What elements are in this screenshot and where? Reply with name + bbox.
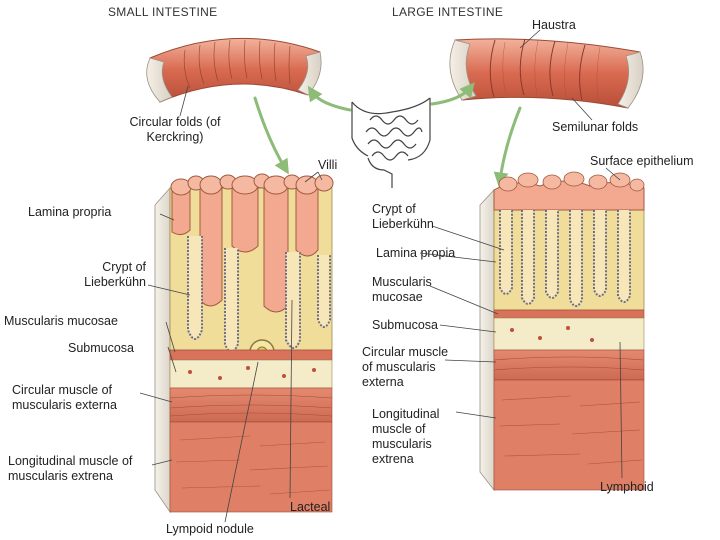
colon-sketch xyxy=(351,97,431,188)
label-longitudinal-muscle-large: Longitudinal muscle of muscularis extren… xyxy=(372,407,440,466)
label-submucosa-large: Submucosa xyxy=(372,318,439,332)
label-lamina-propria: Lamina propria xyxy=(28,205,112,219)
label-crypt-large: Crypt of Lieberkühn xyxy=(372,202,434,231)
large-intestine-tube xyxy=(449,38,644,109)
label-lacteal: Lacteal xyxy=(290,500,331,514)
label-circular-folds: Circular folds (of Kerckring) xyxy=(129,115,221,144)
label-lymphoid: Lymphoid xyxy=(600,480,654,494)
arrows xyxy=(253,82,522,188)
label-circular-muscle-large: Circular muscle of muscularis externa xyxy=(362,345,449,389)
label-circular-muscle-small: Circular muscle of muscularis externa xyxy=(12,383,117,412)
small-intestine-tube xyxy=(146,37,322,103)
large-intestine-title: LARGE INTESTINE xyxy=(392,5,504,19)
small-intestine-block xyxy=(154,173,334,514)
label-lymphoid-nodule: Lympoid nodule xyxy=(166,522,254,536)
label-villi: Villi xyxy=(318,158,338,172)
large-intestine-block xyxy=(479,171,645,492)
label-muscularis-mucosae-small: Muscularis mucosae xyxy=(4,314,118,328)
small-intestine-title: SMALL INTESTINE xyxy=(108,5,218,19)
leader-lines xyxy=(139,29,623,523)
label-haustra: Haustra xyxy=(532,18,576,32)
label-lamina-propia: Lamina propia xyxy=(376,246,456,260)
label-submucosa-small: Submucosa xyxy=(68,341,135,355)
label-muscularis-mucosae-large: Muscularis mucosae xyxy=(372,275,432,304)
label-longitudinal-muscle-small: Longitudinal muscle of muscularis extren… xyxy=(8,454,133,483)
label-crypt-small: Crypt of Lieberkühn xyxy=(84,260,146,289)
label-surface-epithelium: Surface epithelium xyxy=(590,154,694,168)
label-semilunar-folds: Semilunar folds xyxy=(552,120,639,134)
